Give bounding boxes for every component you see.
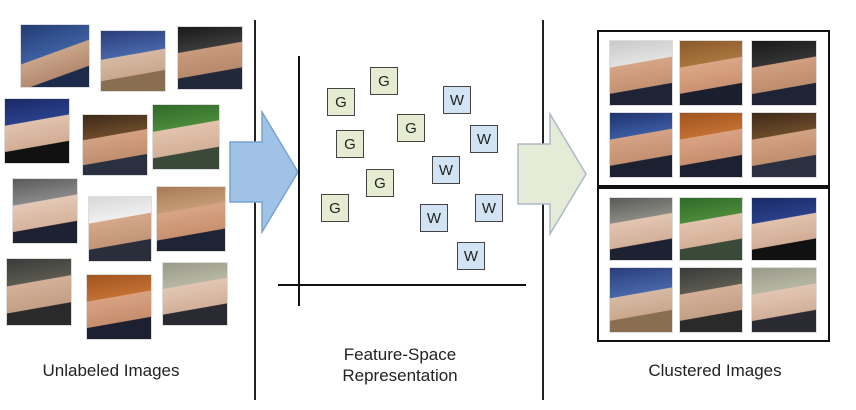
face-photo <box>679 197 743 261</box>
g-token: G <box>397 114 425 142</box>
face-photo <box>679 112 743 178</box>
face-photo <box>156 186 226 252</box>
face-photo <box>751 40 817 106</box>
face-photo <box>100 30 166 92</box>
clustered-images-caption: Clustered Images <box>648 361 782 380</box>
cluster-top <box>597 30 830 187</box>
w-token: W <box>432 156 460 184</box>
face-photo <box>609 197 673 261</box>
x-axis <box>278 284 526 286</box>
face-photo <box>609 112 673 178</box>
face-photo <box>86 274 152 340</box>
g-token: G <box>327 88 355 116</box>
w-token: W <box>457 242 485 270</box>
divider-left <box>254 20 256 400</box>
face-photo <box>4 98 70 164</box>
face-photo <box>152 104 220 170</box>
face-photo <box>679 267 743 333</box>
g-token: G <box>370 67 398 95</box>
w-token: W <box>443 86 471 114</box>
face-photo <box>751 197 817 261</box>
face-photo <box>12 178 78 244</box>
face-photo <box>82 114 148 176</box>
face-photo <box>609 267 673 333</box>
face-photo <box>177 26 243 90</box>
arrow-right-icon <box>229 110 299 234</box>
arrow-right-icon <box>517 112 587 236</box>
unlabeled-images-caption: Unlabeled Images <box>42 361 180 380</box>
face-photo <box>751 112 817 178</box>
face-photo <box>88 196 152 262</box>
face-photo <box>6 258 72 326</box>
face-photo <box>751 267 817 333</box>
feature-space-caption-line1: Feature-Space <box>343 345 457 364</box>
face-photo <box>679 40 743 106</box>
face-photo <box>609 40 673 106</box>
g-token: G <box>336 130 364 158</box>
face-photo <box>20 24 90 88</box>
w-token: W <box>470 125 498 153</box>
cluster-bottom <box>597 187 830 342</box>
divider-right <box>542 20 544 400</box>
y-axis <box>298 56 300 306</box>
g-token: G <box>321 194 349 222</box>
w-token: W <box>420 204 448 232</box>
feature-space-caption-line2: Representation <box>342 366 458 385</box>
g-token: G <box>366 169 394 197</box>
w-token: W <box>475 194 503 222</box>
face-photo <box>162 262 228 326</box>
